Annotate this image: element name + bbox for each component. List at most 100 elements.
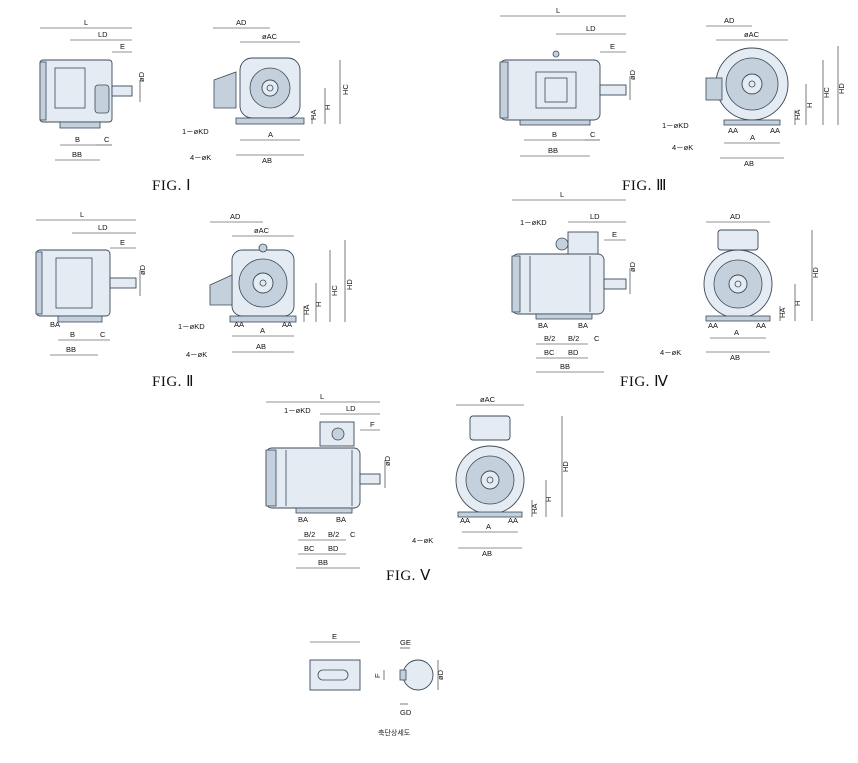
fig3-dim-HA: HA [793,110,802,120]
shaft-dim-GD: GD [400,708,412,717]
fig2-dim-E: E [120,238,125,247]
fig3-dim-HC: HC [822,87,831,98]
fig1-dim-AD: AD [236,18,247,27]
fig2-dim-AA-left: AA [234,320,244,329]
fig2-dim-C: C [100,330,106,339]
fig2-dim-BB: BB [66,345,76,354]
fig5-dim-AA-right: AA [508,516,518,525]
fig3-side-view [499,15,631,157]
fig3-dim-B: B [552,130,557,139]
fig3-dim-AB: AB [744,159,754,168]
fig1-dim-D: øD [137,71,146,82]
fig2-dim-H: H [314,302,323,307]
fig4-dim-AD: AD [730,212,741,221]
fig4-dim-KD: 1－øKD [520,218,547,227]
fig1-dim-A: A [268,130,273,139]
fig3-dim-L: L [556,6,560,15]
fig1-dim-HA: HA [309,110,318,120]
fig3-dim-C: C [590,130,596,139]
fig5-dim-BA-left: BA [298,515,308,524]
shaft-dim-E: E [332,632,337,641]
fig5-side-view [265,401,386,569]
fig3-label: FIG. Ⅲ [622,178,668,194]
fig5-dim-BA-right: BA [336,515,346,524]
fig5-dim-D: øD [383,455,392,466]
fig2-label: FIG. Ⅱ [152,374,195,390]
fig5-dim-H: H [544,497,553,502]
fig5-dim-HD: HD [561,461,570,472]
fig3-dim-AA-left: AA [728,126,738,135]
fig3-dim-H: H [805,103,814,108]
fig3-dim-AD: AD [724,16,735,25]
fig5-dim-AC: øAC [480,395,496,404]
fig5-dim-C: C [350,530,356,539]
fig4-dim-L: L [560,190,564,199]
fig3-dim-HD: HD [837,83,846,94]
fig3-dim-LD: LD [586,24,596,33]
shaft-dim-D: øD [436,669,445,680]
fig2-dim-K: 4－øK [186,350,207,359]
fig4-dim-HD: HD [811,267,820,278]
fig4-dim-K: 4－øK [660,348,681,357]
shaft-detail-caption: 축단상세도 [378,729,411,737]
fig4-dim-E: E [612,230,617,239]
fig2-front-view [209,221,346,353]
fig4-dim-D: øD [628,261,637,272]
fig2-dim-BA: BA [50,320,60,329]
fig3-dim-KD: 1－øKD [662,121,689,130]
fig4-label: FIG. Ⅳ [620,374,669,390]
fig4-dim-HA: HA [778,308,787,318]
fig1-dim-KD: 1－øKD [182,127,209,136]
fig1-dim-L: L [84,18,88,27]
fig4-dim-AB: AB [730,353,740,362]
fig1-label: FIG. Ⅰ [152,178,192,194]
fig1-dim-B: B [75,135,80,144]
fig4-dim-BD: BD [568,348,579,357]
fig2-dim-KD: 1－øKD [178,322,205,331]
fig2-dim-HD: HD [345,279,354,290]
fig5-dim-LD: LD [346,404,356,413]
fig5-dim-A: A [486,522,491,531]
fig1-dim-HC: HC [341,84,350,95]
fig2-dim-A: A [260,326,265,335]
fig2-dim-L: L [80,210,84,219]
fig2-dim-AD: AD [230,212,241,221]
fig5-dim-KD: 1－øKD [284,406,311,415]
fig4-dim-AA-left: AA [708,321,718,330]
fig4-dim-BA-right: BA [578,321,588,330]
fig2-dim-D: øD [138,264,147,275]
fig4-front-view [703,221,813,353]
fig1-dim-BB: BB [72,150,82,159]
fig3-dim-AC: øAC [744,30,760,39]
fig4-dim-LD: LD [590,212,600,221]
fig1-side-view [39,27,141,161]
fig5-dim-F: F [370,420,375,429]
shaft-dim-F: F [373,673,382,678]
fig1-dim-E: E [120,42,125,51]
fig5-label: FIG. Ⅴ [386,568,431,584]
fig1-dim-C: C [104,135,110,144]
fig5-dim-AA-left: AA [460,516,470,525]
fig3-front-view [705,25,839,159]
fig1-dim-AC: øAC [262,32,278,41]
fig4-dim-AA-right: AA [756,321,766,330]
fig3-dim-BB: BB [548,146,558,155]
shaft-detail [309,641,439,705]
fig4-dim-B2-right: B/2 [568,334,579,343]
fig1-dim-H: H [323,105,332,110]
fig3-dim-D: øD [628,69,637,80]
fig5-dim-BB: BB [318,558,328,567]
fig2-dim-LD: LD [98,223,108,232]
fig4-side-view [511,199,631,373]
fig5-dim-AB: AB [482,549,492,558]
fig5-dim-B2-left: B/2 [304,530,315,539]
fig5-dim-BD: BD [328,544,339,553]
fig5-dim-L: L [320,392,324,401]
fig3-dim-K: 4－øK [672,143,693,152]
fig4-dim-C: C [594,334,600,343]
fig4-dim-A: A [734,328,739,337]
fig5-dim-HA: HA [530,504,539,514]
fig4-dim-BB: BB [560,362,570,371]
fig3-dim-AA-right: AA [770,126,780,135]
